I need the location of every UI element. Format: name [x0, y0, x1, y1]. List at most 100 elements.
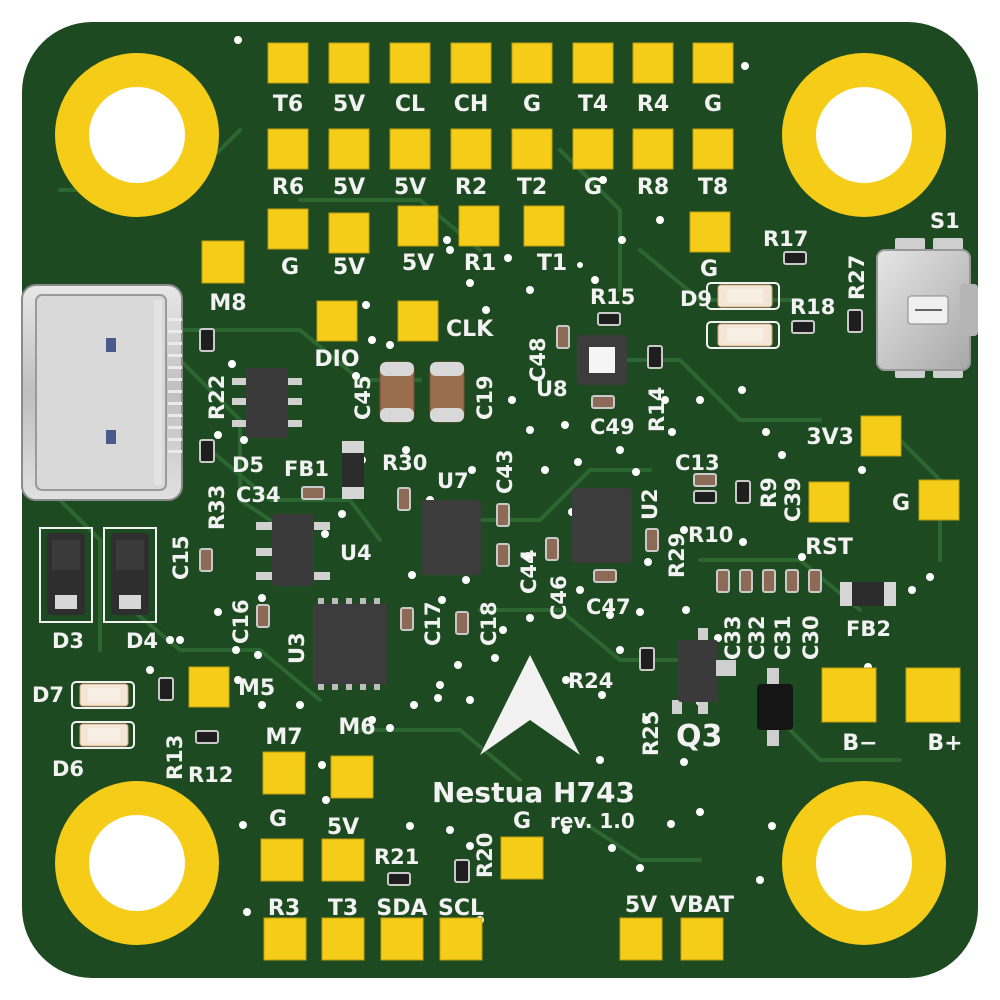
ic-d5	[232, 368, 302, 438]
refdes-r30: R30	[382, 451, 427, 475]
ferrite-beads	[342, 441, 896, 606]
ic-u4	[256, 514, 330, 586]
pad-vbat[interactable]	[680, 917, 724, 961]
pad-r3[interactable]	[263, 917, 307, 961]
refdes-c17: C17	[421, 601, 445, 646]
refdes-u8: U8	[536, 377, 568, 401]
pad-r2[interactable]	[450, 128, 492, 170]
refdes-r24: R24	[568, 669, 613, 693]
refdes-c13: C13	[675, 451, 720, 475]
label-bplus: B+	[927, 731, 962, 756]
label-r1: R1	[464, 251, 496, 276]
pad-3v3[interactable]	[860, 415, 902, 457]
pad-g-r3a[interactable]	[267, 208, 309, 250]
label-scl: SCL	[438, 896, 484, 921]
pad-sda[interactable]	[380, 917, 424, 961]
pad-g-r3b[interactable]	[689, 211, 731, 253]
mounting-holes	[55, 53, 946, 945]
label-g: G	[700, 257, 718, 282]
pad-r6[interactable]	[267, 128, 309, 170]
label-5v: 5V	[394, 175, 426, 200]
refdes-d6: D6	[52, 757, 84, 781]
leds	[71, 282, 780, 749]
pad-5v-r2b[interactable]	[389, 128, 431, 170]
pad-t3[interactable]	[321, 917, 365, 961]
pad-5v-r3a[interactable]	[328, 212, 370, 254]
label-bminus: B−	[842, 731, 877, 756]
pad-5v-r2a[interactable]	[328, 128, 370, 170]
refdes-c49: C49	[590, 415, 635, 439]
refdes-r27: R27	[845, 255, 869, 300]
refdes-r14: R14	[645, 387, 669, 432]
ic-u3	[313, 598, 387, 690]
pad-m5[interactable]	[188, 666, 230, 708]
tactile-switch-s1[interactable]	[876, 238, 978, 378]
refdes-d5: D5	[232, 453, 264, 477]
refdes-d7: D7	[32, 683, 64, 707]
pad-5v-b[interactable]	[619, 917, 663, 961]
label-5v: 5V	[333, 175, 365, 200]
refdes-r20: R20	[473, 833, 497, 878]
pad-5v-r3b[interactable]	[397, 205, 439, 247]
pad-g-r1a[interactable]	[511, 42, 553, 84]
label-m5: M5	[238, 676, 275, 701]
label-g-bl: G	[269, 807, 287, 832]
ic-u8	[577, 335, 627, 385]
refdes-c46: C46	[547, 575, 571, 620]
refdes-c39: C39	[781, 477, 805, 522]
silkscreen-pad-labels: T6 5V CL CH G T4 R4 G R6 5V 5V R2 T2 G R…	[209, 92, 962, 921]
pad-bplus[interactable]	[905, 667, 961, 723]
refdes-c16: C16	[229, 599, 253, 644]
pad-r1[interactable]	[458, 205, 500, 247]
pad-m6[interactable]	[330, 755, 374, 799]
pad-dio[interactable]	[316, 300, 358, 342]
pad-rst[interactable]	[808, 481, 850, 523]
pad-t1[interactable]	[523, 205, 565, 247]
refdes-c47: C47	[586, 595, 631, 619]
pad-5v-bl[interactable]	[321, 838, 365, 882]
pad-r8[interactable]	[632, 128, 674, 170]
pad-g-r1b[interactable]	[692, 42, 734, 84]
refdes-c45: C45	[351, 375, 375, 420]
pad-r4[interactable]	[632, 42, 674, 84]
pad-ch[interactable]	[450, 42, 492, 84]
label-t8: T8	[698, 175, 728, 200]
refdes-c30: C30	[799, 615, 823, 660]
label-g: G	[281, 255, 299, 280]
silkscreen-refdes: S1 R17 R27 D9 R18 R15 C48 U8 R14 C49 C45…	[32, 209, 960, 878]
refdes-r17: R17	[763, 227, 808, 251]
label-r2: R2	[455, 175, 487, 200]
label-5v: 5V	[333, 92, 365, 117]
refdes-fb2: FB2	[846, 617, 891, 641]
pad-t4[interactable]	[572, 42, 614, 84]
pad-m7[interactable]	[262, 751, 306, 795]
refdes-r25: R25	[639, 711, 663, 756]
pad-t8[interactable]	[692, 128, 734, 170]
label-rst: RST	[805, 535, 853, 560]
label-t6: T6	[273, 92, 303, 117]
label-ch: CH	[454, 92, 489, 117]
label-g-right: G	[892, 491, 910, 516]
pad-g-right[interactable]	[918, 479, 960, 521]
diodes-d3-d4	[39, 527, 157, 623]
refdes-r13: R13	[163, 735, 187, 780]
pad-g-r2[interactable]	[572, 128, 614, 170]
pad-cl[interactable]	[389, 42, 431, 84]
label-sda: SDA	[376, 896, 427, 921]
ic-u7	[421, 500, 481, 575]
pad-scl[interactable]	[439, 917, 483, 961]
pad-t6[interactable]	[267, 42, 309, 84]
pad-bminus[interactable]	[821, 667, 877, 723]
refdes-c19: C19	[473, 375, 497, 420]
pad-g-center[interactable]	[500, 836, 544, 880]
direction-arrow-icon	[480, 655, 580, 755]
refdes-u2: U2	[638, 488, 662, 520]
pad-r3-top[interactable]	[260, 838, 304, 882]
refdes-c34: C34	[236, 483, 281, 507]
pad-5v-r1[interactable]	[328, 42, 370, 84]
refdes-r33: R33	[205, 485, 229, 530]
pad-m8[interactable]	[201, 240, 245, 284]
pad-clk[interactable]	[397, 300, 439, 342]
refdes-r12: R12	[188, 763, 233, 787]
pad-t2[interactable]	[511, 128, 553, 170]
